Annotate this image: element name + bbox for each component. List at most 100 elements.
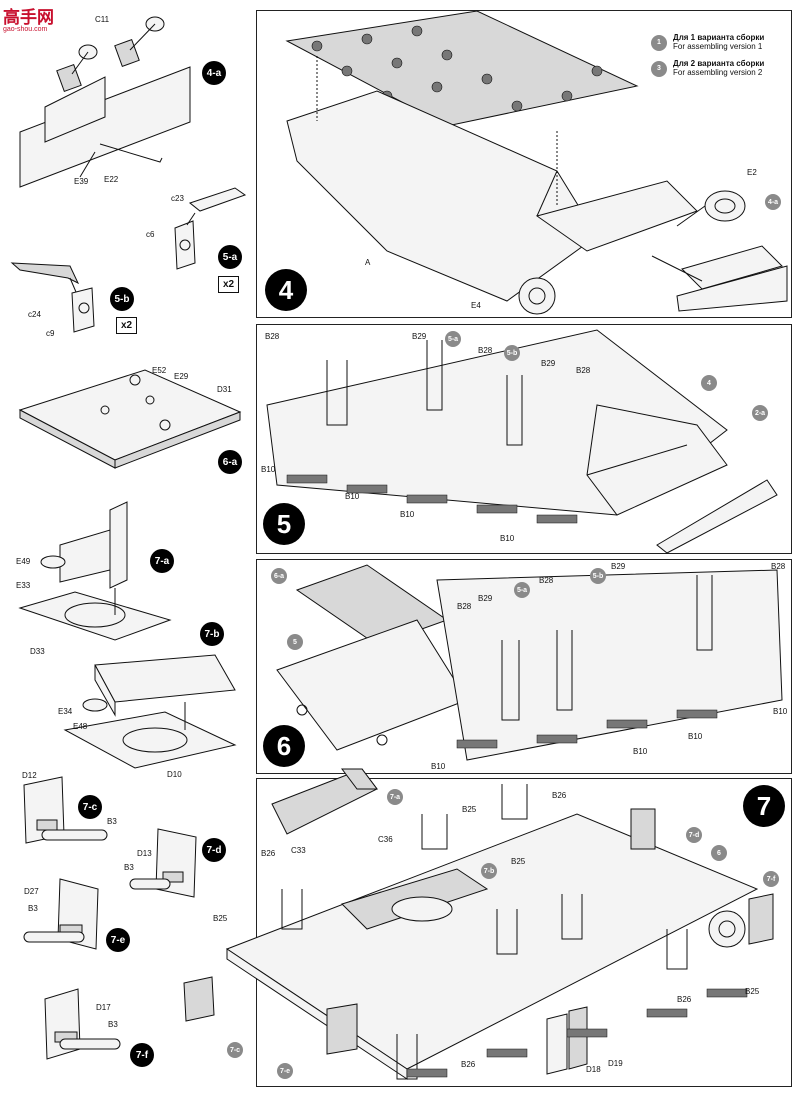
label-p5-b10b: B10 bbox=[345, 492, 360, 501]
legend-ref-1: 1 bbox=[651, 35, 667, 51]
ref-7f-step7: 7-f bbox=[763, 871, 779, 887]
label-p7-b25c: B25 bbox=[213, 914, 228, 923]
assembly-7a-drawing bbox=[18, 501, 172, 641]
step-7c-plate-drawing bbox=[183, 976, 215, 1022]
label-p6-b10b: B10 bbox=[633, 747, 648, 756]
label-b3-d: B3 bbox=[108, 1020, 118, 1029]
ref-7c-step7: 7-c bbox=[227, 1042, 243, 1058]
label-b3-b: B3 bbox=[124, 863, 134, 872]
step-7-badge: 7 bbox=[743, 785, 785, 827]
legend-v2-ru: Для 2 варианта сборки bbox=[673, 59, 765, 68]
ref-7a-step7: 7-a bbox=[387, 789, 403, 805]
label-c23: c23 bbox=[171, 194, 184, 203]
label-b3-a: B3 bbox=[107, 817, 117, 826]
watermark-site: gao-shou.com bbox=[3, 26, 48, 33]
label-p6-b28b: B28 bbox=[539, 576, 554, 585]
label-p4-e4: E4 bbox=[471, 301, 481, 310]
label-p5-b10c: B10 bbox=[400, 510, 415, 519]
label-e52: E52 bbox=[152, 366, 167, 375]
substep-4a-badge: 4-a bbox=[202, 61, 226, 85]
ref-5-step6: 5 bbox=[287, 634, 303, 650]
label-c11: C11 bbox=[95, 15, 110, 24]
assembly-5a-drawing bbox=[174, 187, 247, 270]
label-p5-b29a: B29 bbox=[412, 332, 427, 341]
assembly-6a-drawing bbox=[18, 369, 242, 469]
label-p5-b10a: B10 bbox=[261, 465, 276, 474]
assembly-7b-drawing bbox=[63, 654, 237, 769]
legend-version-2: 3 Для 2 варианта сборки For assembling v… bbox=[651, 59, 765, 78]
ref-2a-step5: 2-a bbox=[752, 405, 768, 421]
label-p4-a: A bbox=[365, 258, 371, 267]
ref-5b-step5: 5-b bbox=[504, 345, 520, 361]
label-p6-b29a: B29 bbox=[478, 594, 493, 603]
ref-7d-step7: 7-d bbox=[686, 827, 702, 843]
step-6-panel: 6-a 5 B28 B29 5-a B28 5-b B29 B28 B10 B1… bbox=[256, 559, 792, 774]
ref-6a-step6: 6-a bbox=[271, 568, 287, 584]
label-p7-b26d: B26 bbox=[677, 995, 692, 1004]
label-e33: E33 bbox=[16, 581, 31, 590]
step-4-panel: 1 Для 1 варианта сборки For assembling v… bbox=[256, 10, 792, 318]
assembly-7e-drawing bbox=[23, 878, 99, 950]
substep-7d-badge: 7-d bbox=[202, 838, 226, 862]
legend-v1-en: For assembling version 1 bbox=[673, 42, 763, 52]
label-p4-e2: E2 bbox=[747, 168, 757, 177]
legend-v2-en: For assembling version 2 bbox=[673, 68, 763, 78]
assembly-7d-drawing bbox=[129, 828, 197, 898]
label-e22: E22 bbox=[104, 175, 119, 184]
label-p6-b10d: B10 bbox=[773, 707, 788, 716]
ref-4a-step4: 4-a bbox=[765, 194, 781, 210]
ref-5b-step6: 5-b bbox=[590, 568, 606, 584]
ref-4-step5: 4 bbox=[701, 375, 717, 391]
label-p6-b10c: B10 bbox=[688, 732, 703, 741]
substep-7e-badge: 7-e bbox=[106, 928, 130, 952]
label-p7-c36: C36 bbox=[378, 835, 393, 844]
label-p5-b28c: B28 bbox=[576, 366, 591, 375]
label-p6-b28c: B28 bbox=[771, 562, 786, 571]
assembly-4a-drawing bbox=[19, 16, 191, 188]
step-6-drawing bbox=[276, 564, 783, 761]
step-6-badge: 6 bbox=[263, 725, 305, 767]
label-p5-b10d: B10 bbox=[500, 534, 515, 543]
label-e39: E39 bbox=[74, 177, 89, 186]
label-d10: D10 bbox=[167, 770, 182, 779]
legend-ref-3: 3 bbox=[651, 61, 667, 77]
label-p6-b29b: B29 bbox=[611, 562, 626, 571]
step-5-drawing bbox=[266, 329, 778, 554]
ref-5a-step6: 5-a bbox=[514, 582, 530, 598]
substep-7c-badge: 7-c bbox=[78, 795, 102, 819]
label-p6-b28a: B28 bbox=[457, 602, 472, 611]
ref-7e-step7: 7-e bbox=[277, 1063, 293, 1079]
label-c6: c6 bbox=[146, 230, 155, 239]
ref-6-step7: 6 bbox=[711, 845, 727, 861]
assembly-7c-drawing bbox=[23, 776, 108, 844]
label-d33: D33 bbox=[30, 647, 45, 656]
multiplier-5a: x2 bbox=[218, 276, 240, 293]
label-p7-b25d: B25 bbox=[745, 987, 760, 996]
legend-version-1: 1 Для 1 варианта сборки For assembling v… bbox=[651, 33, 764, 52]
label-e29: E29 bbox=[174, 372, 189, 381]
step-5-badge: 5 bbox=[263, 503, 305, 545]
label-p7-b26b: B26 bbox=[261, 849, 276, 858]
substep-5a-badge: 5-a bbox=[218, 245, 242, 269]
assembly-5b-drawing bbox=[10, 262, 95, 333]
label-p5-b28a: B28 bbox=[265, 332, 280, 341]
step-5-panel: B28 B29 5-a B28 5-b B29 B28 4 2-a B10 B1… bbox=[256, 324, 792, 554]
label-p7-c33: C33 bbox=[291, 846, 306, 855]
label-p7-d19: D19 bbox=[608, 1059, 623, 1068]
substep-5b-badge: 5-b bbox=[110, 287, 134, 311]
substep-7f-badge: 7-f bbox=[130, 1043, 154, 1067]
label-p7-b25a: B25 bbox=[462, 805, 477, 814]
watermark-logo: 高手网 gao-shou.com bbox=[3, 3, 54, 33]
label-p7-b26c: B26 bbox=[461, 1060, 476, 1069]
label-c24: c24 bbox=[28, 310, 41, 319]
assembly-7f-drawing bbox=[44, 988, 121, 1060]
step-7-drawing bbox=[225, 768, 774, 1080]
step-7-panel: B25 B26 C36 B26 C33 B25 B25 B26 B26 B25 … bbox=[213, 768, 792, 1087]
label-d13: D13 bbox=[137, 849, 152, 858]
substep-7a-badge: 7-a bbox=[150, 549, 174, 573]
label-b3-c: B3 bbox=[28, 904, 38, 913]
label-e48: E48 bbox=[73, 722, 88, 731]
step-4-badge: 4 bbox=[265, 269, 307, 311]
step-4-drawing bbox=[285, 10, 788, 315]
label-d31: D31 bbox=[217, 385, 232, 394]
